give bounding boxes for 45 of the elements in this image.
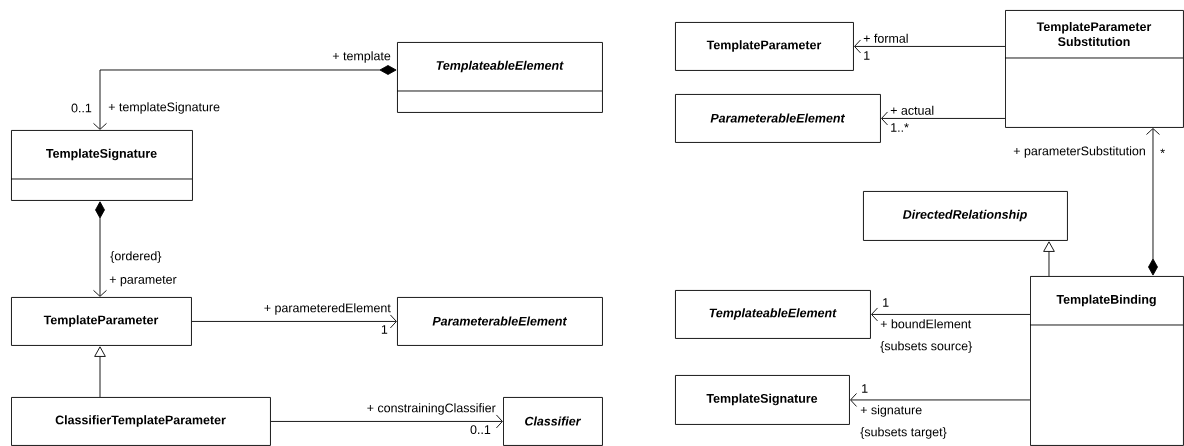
end-label: + template xyxy=(332,51,391,63)
generalization-arrow xyxy=(94,346,106,398)
class-box: TemplateSignature xyxy=(675,375,850,425)
association-arrow xyxy=(881,111,1006,126)
class-box: TemplateSignature xyxy=(10,130,193,201)
association-arrow xyxy=(93,65,397,130)
edge-label: + actual xyxy=(890,105,934,115)
class-box: TemplateParameter xyxy=(11,297,192,346)
end-label: {ordered} xyxy=(110,251,162,263)
end-label: 1 xyxy=(883,298,889,307)
end-label: 1 xyxy=(862,384,868,393)
association-arrow xyxy=(270,414,503,429)
association-arrow xyxy=(850,393,1031,407)
class-box: TemplateableElement xyxy=(675,290,871,339)
association-arrow xyxy=(1146,128,1160,276)
association-arrow xyxy=(191,314,397,329)
class-box: ParameterableElement xyxy=(675,94,881,143)
class-box: TemplateableElement xyxy=(396,42,603,113)
end-label: 0..1 xyxy=(470,425,491,434)
class-box: TemplateBinding xyxy=(1029,276,1184,446)
association-arrow xyxy=(854,39,1006,54)
edge-label: + formal xyxy=(863,33,908,43)
class-box: DirectedRelationship xyxy=(863,191,1068,241)
end-label: 1 xyxy=(381,325,388,334)
generalization-arrow xyxy=(1043,241,1055,277)
end-label: {subsets target} xyxy=(860,427,947,439)
class-box: TemplateParameter xyxy=(675,22,854,71)
edge-label: + templateSignature xyxy=(108,102,220,114)
edge-label: + constrainingClassifier xyxy=(367,403,496,415)
edge-label: + parameterSubstitution xyxy=(1013,146,1145,158)
edge-label: + signature xyxy=(860,405,922,417)
edge-label: + parameter xyxy=(109,275,177,287)
class-box: TemplateParameter Substitution xyxy=(1004,10,1184,128)
end-label: * xyxy=(1160,148,1165,154)
class-box: ParameterableElement xyxy=(397,297,603,346)
class-box: Classifier xyxy=(503,397,603,446)
end-label: 0..1 xyxy=(71,103,92,113)
end-label: 1..* xyxy=(891,123,909,132)
class-box: ClassifierTemplateParameter xyxy=(11,397,271,446)
end-label: 1 xyxy=(864,51,870,60)
edge-label: + boundElement xyxy=(880,319,972,329)
end-label: {subsets source} xyxy=(880,341,973,353)
association-arrow xyxy=(93,201,107,297)
association-arrow xyxy=(871,307,1031,322)
edge-label: + parameteredElement xyxy=(264,303,391,315)
